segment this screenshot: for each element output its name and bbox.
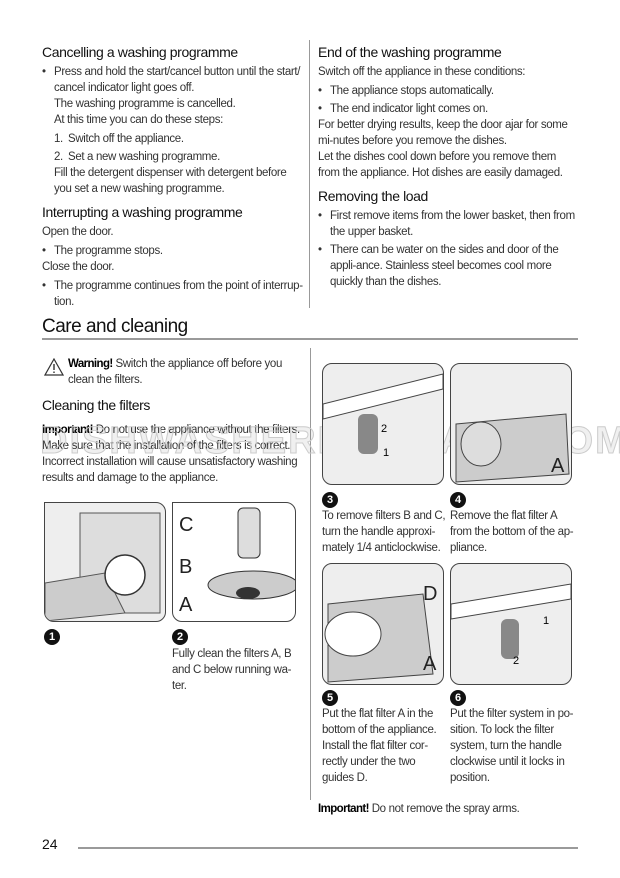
warning-label: Warning! [68, 358, 113, 370]
important-text: Do not remove the spray arms. [371, 803, 520, 815]
important-text: Do not use the appliance without the fil… [42, 424, 300, 484]
arrow-2-label: 2 [381, 423, 387, 435]
text: The washing programme is cancelled. [54, 98, 236, 110]
step-text: Remove the flat filter A from the bottom… [450, 510, 574, 554]
interrupt-section: Interrupting a washing programme Open th… [42, 204, 304, 310]
label-c: C [179, 514, 193, 536]
important-label: Important! [42, 424, 93, 436]
text: Switch off the appliance in these condit… [318, 66, 526, 78]
step-text: Put the filter system in po-sition. To l… [450, 708, 574, 784]
chapter-rule [42, 338, 578, 340]
arrow-1-label: 1 [383, 447, 389, 459]
step4-illustration: A [450, 363, 572, 485]
text: At this time you can do these steps: [54, 114, 223, 126]
bullet: The appliance stops automatically. [318, 83, 580, 99]
section-title: Interrupting a washing programme [42, 204, 243, 220]
cancel-section: Cancelling a washing programme Press and… [42, 44, 304, 197]
step-badge: 1 [44, 629, 60, 645]
step-text: Set a new washing programme. [68, 151, 220, 163]
label-a: A [551, 455, 565, 477]
bullet: The programme continues from the point o… [42, 278, 304, 310]
step-badge: 5 [322, 690, 338, 706]
text: Let the dishes cool down before you remo… [318, 151, 563, 179]
end-section: End of the washing programme Switch off … [318, 44, 580, 181]
bullet: The programme stops. [42, 243, 304, 259]
remove-load-section: Removing the load First remove items fro… [318, 188, 580, 290]
bullet: Press and hold the start/cancel button u… [42, 64, 304, 96]
label-a: A [423, 653, 437, 675]
bullet: First remove items from the lower basket… [318, 208, 580, 240]
step-text: To remove filters B and C, turn the hand… [322, 510, 446, 554]
column-divider [309, 40, 310, 308]
step-text: Fully clean the filters A, B and C below… [172, 648, 292, 692]
step-text: Put the flat filter A in the bottom of t… [322, 708, 437, 784]
arrow-1-label: 1 [543, 615, 549, 627]
important-note: Important! Do not use the appliance with… [42, 422, 304, 486]
text: Fill the detergent dispenser with deterg… [54, 167, 287, 195]
warning-text: Switch the appliance off before you clea… [68, 358, 283, 386]
text: Close the door. [42, 261, 115, 273]
chapter-title: Care and cleaning [42, 316, 188, 337]
bullet: There can be water on the sides and door… [318, 242, 580, 290]
step-text: Switch off the appliance. [68, 133, 184, 145]
filters-title: Cleaning the filters [42, 397, 150, 413]
column-divider [310, 348, 311, 800]
warning-icon [44, 358, 64, 376]
arrow-2-label: 2 [513, 655, 519, 667]
page-number: 24 [42, 836, 58, 852]
footer-rule [78, 847, 578, 849]
step-number: 2. [54, 151, 63, 163]
bullet: The end indicator light comes on. [318, 101, 580, 117]
step-badge: 2 [172, 629, 188, 645]
dishwasher-illustration [44, 502, 166, 622]
important-label: Important! [318, 803, 369, 815]
step-2: 2. Set a new washing programme. [42, 149, 304, 165]
step-badge: 4 [450, 492, 466, 508]
text: Open the door. [42, 226, 114, 238]
section-title: End of the washing programme [318, 44, 502, 60]
step-number: 1. [54, 133, 63, 145]
section-title: Removing the load [318, 188, 428, 204]
step-badge: 3 [322, 492, 338, 508]
label-b: B [179, 556, 192, 578]
label-d: D [423, 583, 437, 605]
label-a: A [179, 594, 193, 616]
section-title: Cancelling a washing programme [42, 44, 238, 60]
important-note-2: Important! Do not remove the spray arms. [318, 801, 580, 817]
warning: Warning! Switch the appliance off before… [42, 356, 304, 388]
step-1: 1. Switch off the appliance. [42, 131, 304, 147]
text: For better drying results, keep the door… [318, 119, 568, 147]
step-badge: 6 [450, 690, 466, 706]
